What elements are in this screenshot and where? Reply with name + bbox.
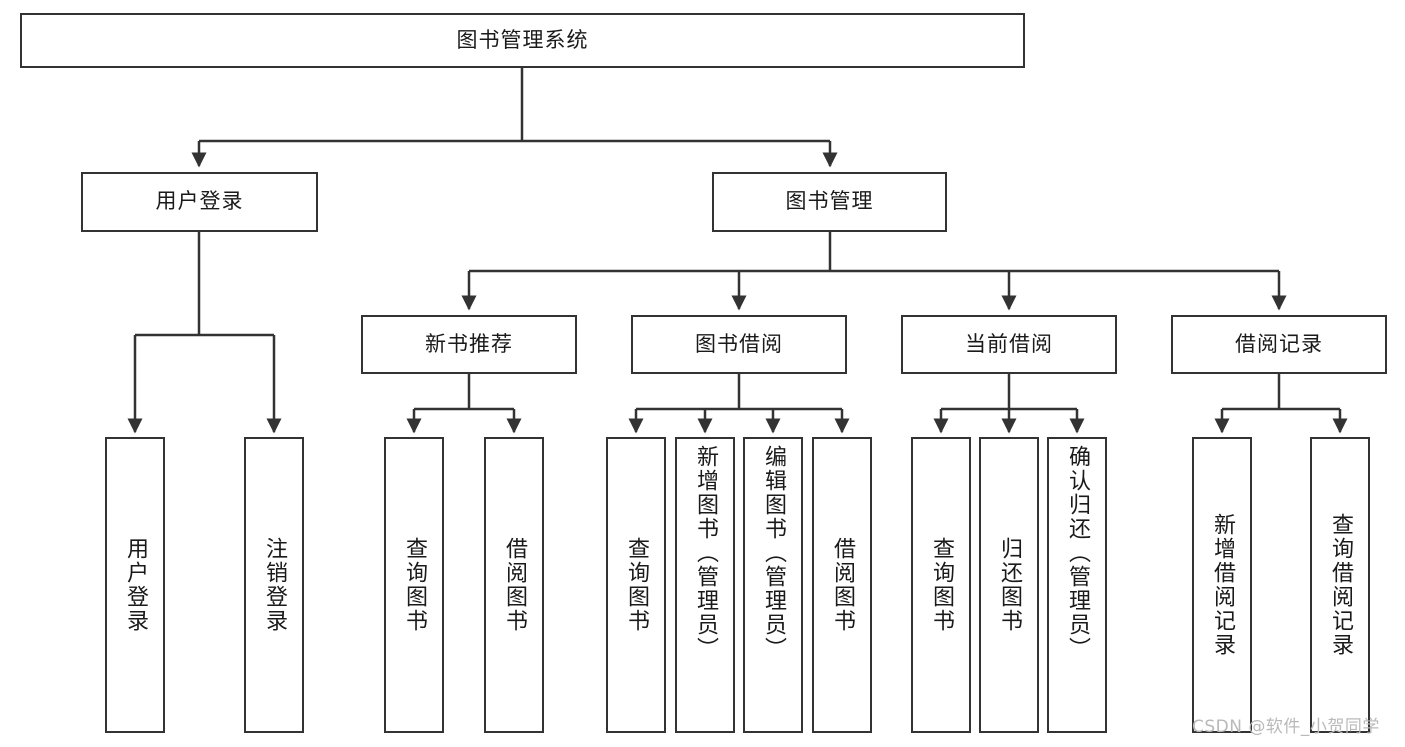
node-leaf-add-record-label: 新增借阅记录 bbox=[1209, 513, 1235, 657]
node-leaf-logout[interactable]: 注销登录 bbox=[244, 437, 304, 733]
node-book-manage[interactable]: 图书管理 bbox=[712, 172, 947, 232]
node-leaf-query-book-1-label: 查询图书 bbox=[401, 537, 427, 633]
node-root[interactable]: 图书管理系统 bbox=[20, 13, 1025, 68]
node-book-manage-label: 图书管理 bbox=[785, 189, 874, 214]
node-leaf-query-book-2-label: 查询图书 bbox=[623, 537, 649, 633]
node-leaf-query-book-3-label: 查询图书 bbox=[928, 537, 954, 633]
node-user-login[interactable]: 用户登录 bbox=[81, 172, 318, 232]
node-leaf-add-record[interactable]: 新增借阅记录 bbox=[1192, 437, 1252, 733]
node-leaf-user-login-label: 用户登录 bbox=[122, 537, 148, 633]
node-leaf-borrow-book-2-label: 借阅图书 bbox=[829, 537, 855, 633]
node-leaf-borrow-book-2[interactable]: 借阅图书 bbox=[812, 437, 872, 733]
csdn-watermark: CSDN @软件_小贺同学 bbox=[1192, 717, 1380, 737]
node-leaf-return-book[interactable]: 归还图书 bbox=[979, 437, 1039, 733]
node-leaf-add-book[interactable]: 新增图书（管理员） bbox=[675, 437, 735, 733]
node-leaf-logout-label: 注销登录 bbox=[261, 537, 287, 633]
node-root-label: 图书管理系统 bbox=[456, 27, 589, 52]
node-leaf-query-book-3[interactable]: 查询图书 bbox=[911, 437, 971, 733]
node-leaf-add-book-label: 新增图书（管理员） bbox=[692, 445, 718, 661]
node-book-borrow-label: 图书借阅 bbox=[695, 331, 783, 356]
node-new-book-rec[interactable]: 新书推荐 bbox=[361, 315, 577, 374]
node-leaf-edit-book-label: 编辑图书（管理员） bbox=[760, 445, 786, 661]
node-leaf-edit-book[interactable]: 编辑图书（管理员） bbox=[743, 437, 803, 733]
node-leaf-borrow-book-1-label: 借阅图书 bbox=[501, 537, 527, 633]
node-leaf-query-record-label: 查询借阅记录 bbox=[1327, 513, 1353, 657]
node-book-borrow[interactable]: 图书借阅 bbox=[631, 315, 847, 374]
node-borrow-record-label: 借阅记录 bbox=[1235, 331, 1323, 356]
node-leaf-query-book-2[interactable]: 查询图书 bbox=[606, 437, 666, 733]
node-leaf-return-book-label: 归还图书 bbox=[996, 537, 1022, 633]
node-user-login-label: 用户登录 bbox=[155, 189, 244, 214]
node-leaf-query-book-1[interactable]: 查询图书 bbox=[384, 437, 444, 733]
node-new-book-rec-label: 新书推荐 bbox=[425, 331, 513, 356]
node-current-borrow-label: 当前借阅 bbox=[965, 331, 1053, 356]
node-leaf-user-login[interactable]: 用户登录 bbox=[105, 437, 165, 733]
node-current-borrow[interactable]: 当前借阅 bbox=[901, 315, 1117, 374]
node-leaf-confirm-return-label: 确认归还（管理员） bbox=[1064, 445, 1090, 661]
node-leaf-borrow-book-1[interactable]: 借阅图书 bbox=[484, 437, 544, 733]
node-borrow-record[interactable]: 借阅记录 bbox=[1171, 315, 1387, 374]
node-leaf-confirm-return[interactable]: 确认归还（管理员） bbox=[1047, 437, 1107, 733]
node-leaf-query-record[interactable]: 查询借阅记录 bbox=[1310, 437, 1370, 733]
